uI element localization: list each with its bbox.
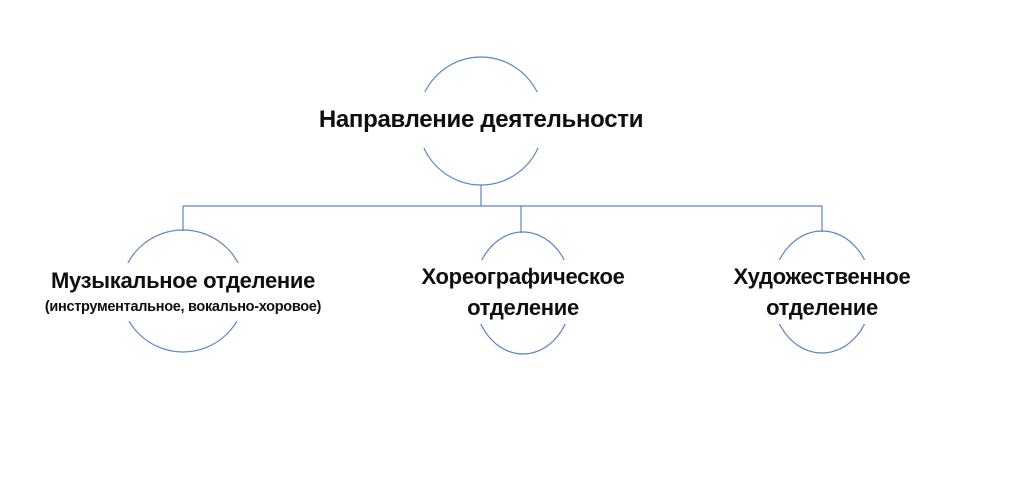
music-node-label-text: Музыкальное отделение — [50, 267, 316, 293]
root-node-label: Направление деятельности — [271, 92, 691, 148]
root-node-label-text: Направление деятельности — [318, 106, 644, 133]
choreography-node-label-text: Хореографическое отделение — [421, 264, 625, 320]
choreography-node-label: Хореографическое отделение — [408, 260, 638, 324]
music-node-label: Музыкальное отделение (инструментальное,… — [28, 263, 338, 321]
art-node-label: Художественное отделение — [717, 260, 927, 324]
music-node-sublabel-text: (инструментальное, вокально-хоровое) — [44, 298, 322, 315]
art-node-label-text: Художественное отделение — [733, 264, 911, 320]
